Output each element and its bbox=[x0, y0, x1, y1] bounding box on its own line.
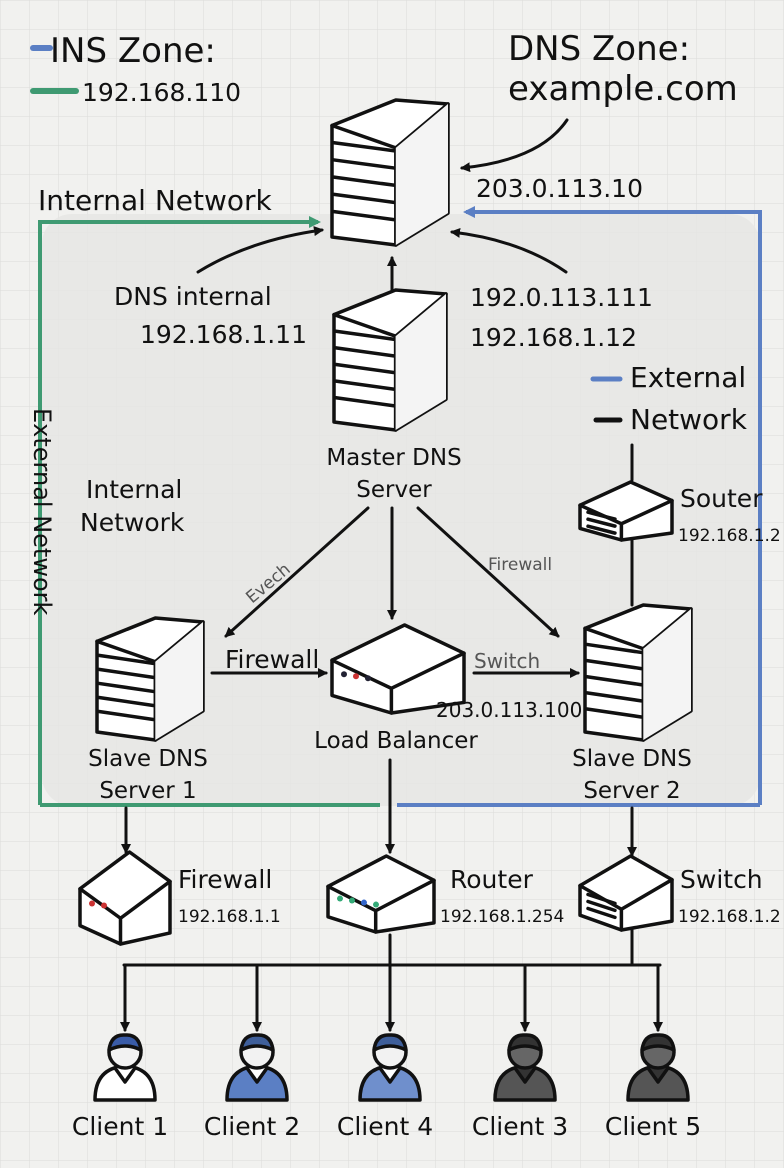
lb-ip: 203.0.113.100 bbox=[436, 698, 582, 722]
client-label: Client 3 bbox=[472, 1112, 568, 1141]
client-5-icon[interactable]: Client 5 bbox=[605, 1033, 701, 1141]
edge-label-firewall: Firewall bbox=[225, 645, 319, 674]
slave2-label-2: Server 2 bbox=[583, 778, 680, 804]
souter-name: Souter bbox=[680, 484, 763, 513]
master-label-2: Server bbox=[356, 477, 432, 503]
internal-network-line bbox=[38, 216, 321, 805]
client-label: Client 4 bbox=[337, 1112, 433, 1141]
souter-box-icon bbox=[578, 480, 674, 542]
router-device-icon bbox=[326, 854, 436, 934]
device-name-firewall: Firewall bbox=[178, 865, 272, 894]
client-bus-line bbox=[122, 928, 662, 967]
legend-network-label: Network bbox=[630, 403, 748, 436]
master-label-1: Master DNS bbox=[326, 445, 461, 471]
souter-ip: 192.168.1.2 bbox=[678, 526, 781, 546]
slave-dns-server-2-icon bbox=[583, 603, 693, 742]
switch-device-icon bbox=[578, 854, 674, 932]
device-ip-switch: 192.168.1.2 bbox=[678, 907, 781, 927]
external-ip-arrow bbox=[450, 227, 568, 274]
master-to-slave2-arrow bbox=[416, 506, 560, 638]
zone-domain: example.com bbox=[508, 69, 738, 109]
edge-label-switch: Switch bbox=[474, 649, 540, 673]
client-1-icon[interactable]: Client 1 bbox=[72, 1033, 168, 1141]
legend-external-label: External bbox=[630, 361, 746, 394]
master-ip-1: 192.0.113.111 bbox=[470, 283, 653, 312]
slave2-label-1: Slave DNS bbox=[572, 746, 692, 772]
client-label: Client 5 bbox=[605, 1112, 701, 1141]
dns-internal-arrow bbox=[196, 226, 324, 274]
firewall-device-icon bbox=[78, 850, 172, 946]
external-network-side-label: External Network bbox=[28, 408, 56, 616]
client-label: Client 1 bbox=[72, 1112, 168, 1141]
domain-arrow bbox=[460, 118, 569, 173]
network-zone-area bbox=[42, 214, 760, 806]
device-ip-router: 192.168.1.254 bbox=[440, 907, 564, 927]
load-balancer-icon bbox=[330, 623, 466, 715]
dns-internal-ip: 192.168.1.11 bbox=[140, 320, 307, 349]
legend-internal-label: 192.168.110 bbox=[82, 78, 241, 107]
device-ip-firewall: 192.168.1.1 bbox=[178, 907, 281, 927]
client-4-icon[interactable]: Client 3 bbox=[472, 1033, 568, 1141]
top-server-ip: 203.0.113.10 bbox=[476, 174, 643, 203]
external-network-line bbox=[463, 206, 762, 805]
device-name-router: Router bbox=[450, 865, 534, 894]
lb-name: Load Balancer bbox=[314, 728, 478, 754]
edge-label-right: Firewall bbox=[488, 555, 552, 575]
master-to-slave1-arrow bbox=[224, 506, 370, 638]
master-dns-server-icon bbox=[332, 288, 448, 432]
dns-internal-label: DNS internal bbox=[114, 282, 272, 311]
client-label: Client 2 bbox=[204, 1112, 300, 1141]
slave1-label-2: Server 1 bbox=[99, 778, 196, 804]
internal-network-top-label: Internal Network bbox=[38, 184, 273, 217]
legend-title: INS Zone: bbox=[50, 31, 216, 71]
slave1-label-1: Slave DNS bbox=[88, 746, 208, 772]
client-3-icon[interactable]: Client 4 bbox=[337, 1033, 433, 1141]
top-dns-server-icon bbox=[330, 98, 450, 247]
device-name-switch: Switch bbox=[680, 865, 763, 894]
clients-group: Client 1 Client 2 Client 4 Client 3 Client 5 bbox=[72, 963, 701, 1141]
zone-title: DNS Zone: bbox=[508, 29, 690, 69]
internal-network-mid-1: Internal bbox=[86, 475, 182, 504]
master-ip-2: 192.168.1.12 bbox=[470, 323, 637, 352]
internal-network-mid-2: Network bbox=[80, 508, 185, 537]
slave-dns-server-1-icon bbox=[95, 616, 205, 742]
client-2-icon[interactable]: Client 2 bbox=[204, 1033, 300, 1141]
